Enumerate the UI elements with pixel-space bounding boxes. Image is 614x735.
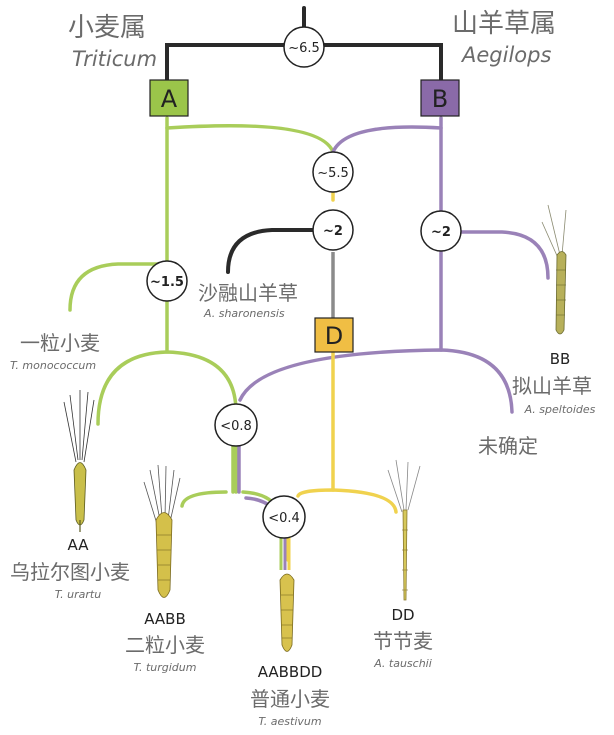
node-ab-hybrid-label: ~5.5 xyxy=(317,166,349,181)
a-to-d-hybrid-arc xyxy=(165,123,335,154)
monococcum-branch xyxy=(68,262,169,312)
node-root: ~6.5 xyxy=(283,26,325,68)
genome-box-b: B xyxy=(420,79,460,117)
species-urartu-zh: 乌拉尔图小麦 xyxy=(10,560,130,584)
genus-triticum-latin: Triticum xyxy=(72,47,157,71)
sharonensis-branch xyxy=(226,228,335,274)
node-a-split-label: ~1.5 xyxy=(150,275,184,290)
genome-box-a: A xyxy=(149,79,189,117)
species-aestivum-latin: T. aestivum xyxy=(258,715,321,728)
species-sharonensis-zh: 沙融山羊草 xyxy=(198,281,298,305)
species-monococcum-latin: T. monococcum xyxy=(10,359,96,372)
tauschii-wheat-ear-icon xyxy=(387,459,421,601)
a-lower-arc xyxy=(96,350,238,494)
node-speltoides-split-label: ~2 xyxy=(431,225,451,240)
node-hexaploid: <0.4 xyxy=(262,495,306,539)
species-turgidum-latin: T. turgidum xyxy=(134,661,197,674)
turgidum-wheat-ear-icon xyxy=(143,464,181,598)
species-speltoides-zh: 拟山羊草 xyxy=(512,374,592,398)
species-aestivum-genome: AABBDD xyxy=(258,663,323,681)
node-root-label: ~6.5 xyxy=(288,41,320,56)
b-to-d-hybrid-arc xyxy=(331,125,443,154)
urartu-wheat-ear-icon xyxy=(63,390,95,532)
a-to-tetraploid-left xyxy=(180,490,228,508)
node-ab-hybrid: ~5.5 xyxy=(312,151,354,193)
genome-box-b-label: B xyxy=(432,85,448,113)
node-tetraploid: <0.8 xyxy=(214,403,258,447)
species-urartu-genome: AA xyxy=(68,536,90,554)
node-a-split: ~1.5 xyxy=(146,260,188,302)
genus-aegilops-zh: 山羊草属 xyxy=(452,9,556,39)
speltoides-branch xyxy=(439,230,550,280)
node-sharonensis-split: ~2 xyxy=(312,209,354,251)
genome-box-d-label: D xyxy=(325,322,343,350)
genome-box-a-label: A xyxy=(161,85,178,113)
b-lower-arc xyxy=(238,348,514,414)
species-turgidum-zh: 二粒小麦 xyxy=(125,633,205,657)
node-hexaploid-label: <0.4 xyxy=(268,511,300,526)
speltoides-wheat-ear-icon xyxy=(541,204,567,335)
b-lineage-lines xyxy=(237,116,550,528)
species-speltoides-genome: BB xyxy=(550,350,571,368)
d-lower-arc xyxy=(296,488,398,514)
species-urartu-latin: T. urartu xyxy=(55,588,101,601)
species-sharonensis-latin: A. sharonensis xyxy=(203,307,285,320)
species-turgidum-genome: AABB xyxy=(144,610,186,628)
species-tauschii-genome: DD xyxy=(391,606,414,624)
genus-triticum-zh: 小麦属 xyxy=(68,13,146,43)
node-speltoides-split: ~2 xyxy=(420,210,462,252)
genus-aegilops-latin: Aegilops xyxy=(460,43,551,67)
aestivum-wheat-ear-icon xyxy=(279,573,295,652)
genome-box-d: D xyxy=(314,317,354,353)
species-aestivum-zh: 普通小麦 xyxy=(250,687,330,711)
species-speltoides-latin: A. speltoides xyxy=(524,403,596,416)
a-lineage-lines xyxy=(68,116,335,522)
species-tauschii-zh: 节节麦 xyxy=(373,629,433,653)
species-monococcum-zh: 一粒小麦 xyxy=(20,331,100,355)
species-undetermined-zh: 未确定 xyxy=(478,434,538,458)
node-tetraploid-label: <0.8 xyxy=(220,419,252,434)
node-sharonensis-split-label: ~2 xyxy=(323,224,343,239)
species-tauschii-latin: A. tauschii xyxy=(373,657,432,670)
